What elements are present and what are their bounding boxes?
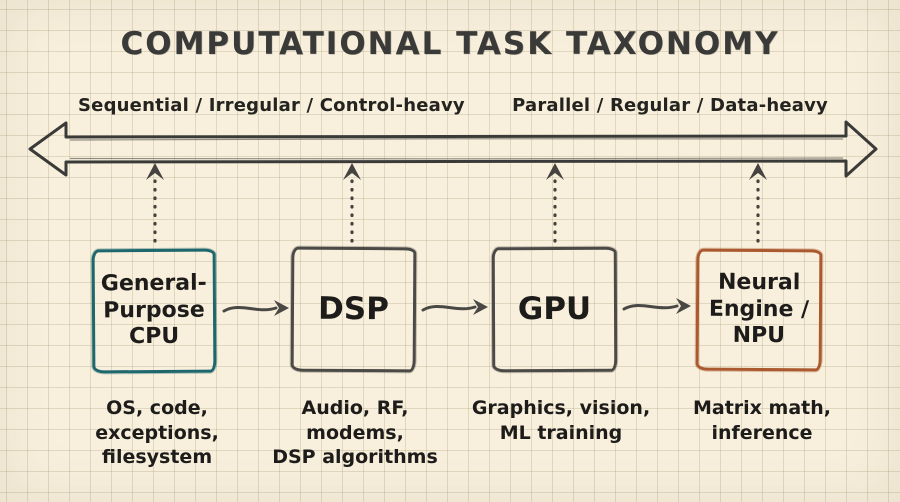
spectrum-double-arrow-icon (28, 120, 878, 178)
spectrum-left-label: Sequential / Irregular / Control-heavy (78, 95, 465, 116)
node-label-dsp: DSP (318, 290, 390, 328)
node-caption-npu: Matrix math, inference (692, 397, 831, 444)
page-title: COMPUTATIONAL TASK TAXONOMY (120, 26, 780, 62)
node-caption-cpu: OS, code, exceptions, filesystem (95, 397, 219, 469)
node-box-npu: Neural Engine / NPU (695, 248, 823, 372)
spectrum-arrow-sketch-line-top (69, 137, 844, 141)
node-label-npu: Neural Engine / NPU (708, 270, 810, 349)
node-box-cpu: General- Purpose CPU (91, 248, 217, 374)
flow-arrow-cpu-to-dsp-icon (222, 300, 289, 316)
up-arrow-npu-icon (749, 163, 767, 244)
up-arrow-cpu-icon (146, 163, 164, 244)
spectrum-arrow-sketch-line-bottom (69, 157, 844, 160)
up-arrow-dsp-icon (343, 163, 361, 244)
node-label-cpu: General- Purpose CPU (100, 271, 207, 350)
node-caption-dsp: Audio, RF, modems, DSP algorithms (272, 397, 438, 469)
spectrum-right-label: Parallel / Regular / Data-heavy (512, 95, 828, 116)
node-label-gpu: GPU (517, 290, 592, 328)
node-caption-gpu: Graphics, vision, ML training (471, 397, 651, 444)
up-arrow-gpu-icon (546, 163, 564, 244)
node-box-dsp: DSP (290, 246, 417, 373)
node-box-gpu: GPU (491, 246, 618, 373)
flow-arrow-gpu-to-npu-icon (622, 298, 691, 314)
flow-arrow-dsp-to-gpu-icon (421, 299, 488, 315)
